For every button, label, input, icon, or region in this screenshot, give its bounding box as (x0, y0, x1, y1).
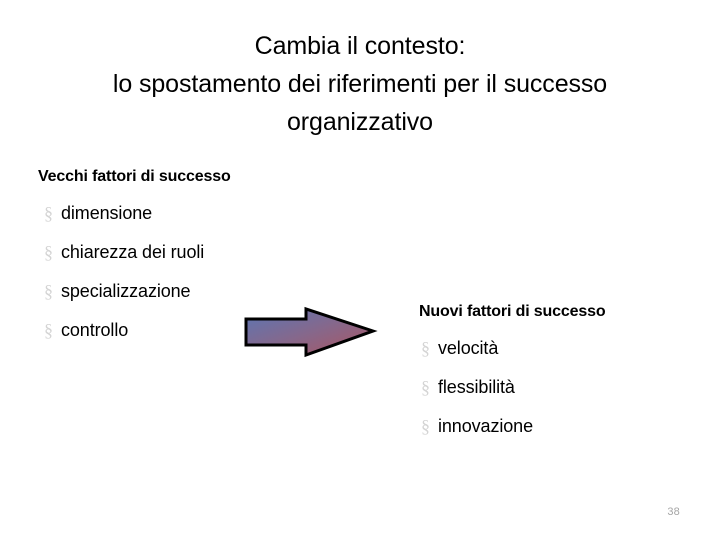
right-arrow-shape (240, 302, 380, 362)
list-item-label: chiarezza dei ruoli (61, 242, 205, 262)
list-item-label: velocità (438, 338, 499, 358)
list-item: § innovazione (421, 416, 533, 455)
list-item: § chiarezza dei ruoli (44, 242, 204, 281)
old-factors-heading: Vecchi fattori di successo (38, 168, 231, 185)
list-item-label: specializzazione (61, 281, 191, 301)
list-item-label: dimensione (61, 203, 153, 223)
list-item: § controllo (44, 320, 204, 359)
list-item: § specializzazione (44, 281, 204, 320)
section-bullet-icon: § (421, 338, 430, 358)
section-bullet-icon: § (44, 242, 53, 262)
list-item: § dimensione (44, 203, 204, 242)
right-arrow-icon (244, 306, 378, 358)
section-bullet-icon: § (421, 377, 430, 397)
old-factors-list: § dimensione § chiarezza dei ruoli § spe… (44, 203, 204, 359)
list-item-label: flessibilità (438, 377, 515, 397)
page-number: 38 (667, 506, 680, 518)
new-factors-list: § velocità § flessibilità § innovazione (421, 338, 533, 455)
list-item-label: controllo (61, 320, 129, 340)
page-title: Cambia il contesto: lo spostamento dei r… (112, 32, 608, 136)
list-item-label: innovazione (438, 416, 533, 436)
section-bullet-icon: § (44, 281, 53, 301)
section-bullet-icon: § (44, 203, 53, 223)
new-factors-heading: Nuovi fattori di successo (419, 303, 606, 320)
section-bullet-icon: § (421, 416, 430, 436)
section-bullet-icon: § (44, 320, 53, 340)
list-item: § velocità (421, 338, 533, 377)
list-item: § flessibilità (421, 377, 533, 416)
